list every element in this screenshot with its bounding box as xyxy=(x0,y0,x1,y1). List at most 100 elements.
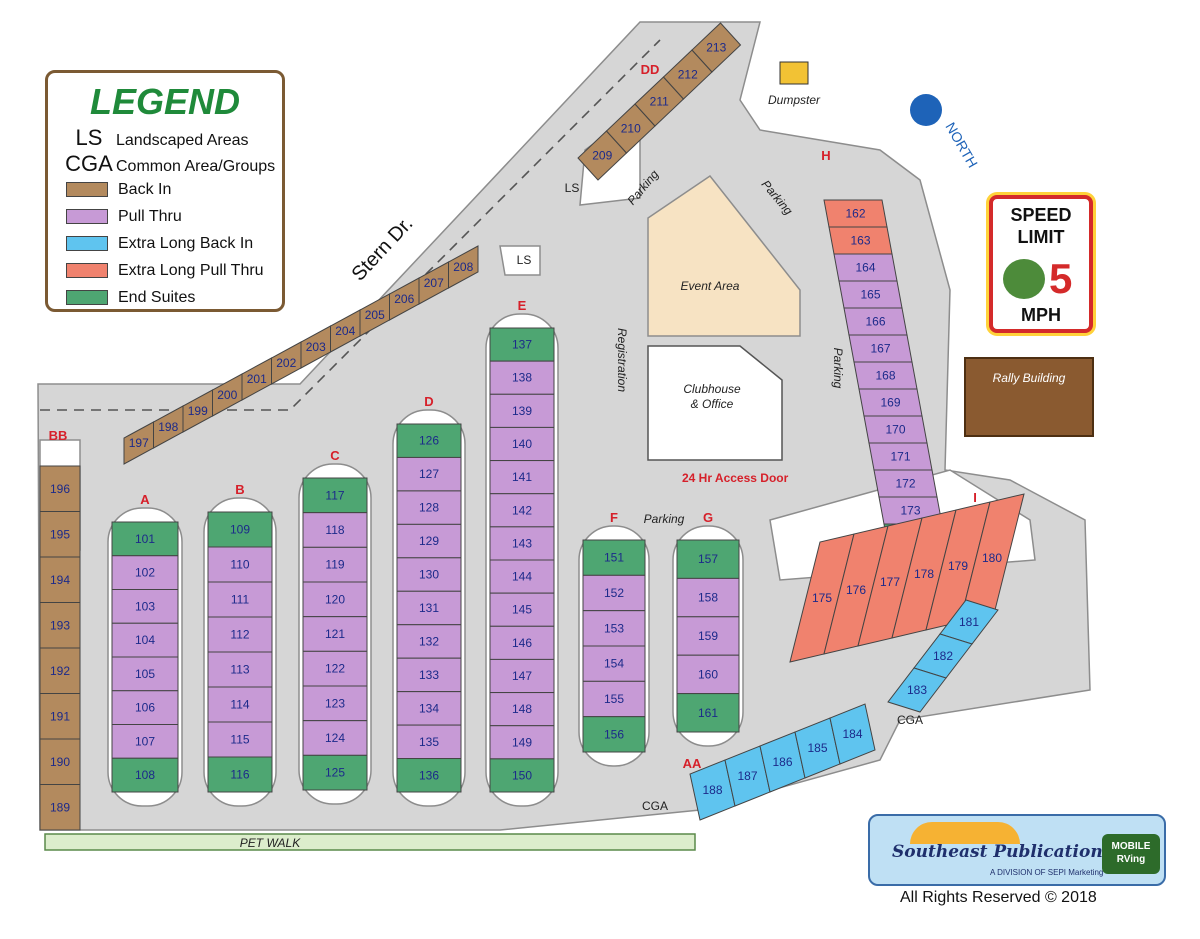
site-number: 112 xyxy=(230,628,249,642)
row-label-g: G xyxy=(703,510,713,525)
site-126[interactable] xyxy=(396,423,462,458)
site-number: 184 xyxy=(842,727,862,741)
clubhouse-label: Clubhouse xyxy=(683,382,741,396)
site-number: 106 xyxy=(135,701,155,715)
site-189[interactable] xyxy=(39,784,81,831)
site-number: 147 xyxy=(512,669,532,683)
site-number: 125 xyxy=(325,766,345,780)
site-number: 144 xyxy=(512,570,532,584)
site-104[interactable] xyxy=(111,622,179,658)
site-125[interactable] xyxy=(302,754,368,791)
site-number: 199 xyxy=(188,404,208,418)
site-156[interactable] xyxy=(582,716,646,753)
site-127[interactable] xyxy=(396,456,462,492)
row-label-i: I xyxy=(973,490,977,505)
site-157[interactable] xyxy=(676,539,740,579)
legend-item-pull-thru: Pull Thru xyxy=(62,208,182,226)
site-131[interactable] xyxy=(396,590,462,626)
site-142[interactable] xyxy=(489,493,555,528)
site-number: 185 xyxy=(807,741,827,755)
site-184[interactable] xyxy=(829,703,876,765)
site-129[interactable] xyxy=(396,523,462,559)
site-121[interactable] xyxy=(302,616,368,652)
site-160[interactable] xyxy=(676,654,740,695)
site-number: 133 xyxy=(419,668,439,682)
site-118[interactable] xyxy=(302,512,368,548)
site-number: 176 xyxy=(846,583,866,597)
site-120[interactable] xyxy=(302,581,368,618)
row-label-c: C xyxy=(330,448,340,463)
site-116[interactable] xyxy=(207,756,273,793)
speed-unit: MPH xyxy=(1021,305,1061,325)
site-number: 157 xyxy=(698,552,718,566)
site-number: 171 xyxy=(890,450,910,464)
site-143[interactable] xyxy=(489,526,555,561)
site-number: 193 xyxy=(50,618,70,632)
site-number: 164 xyxy=(855,261,875,275)
site-number: 200 xyxy=(217,388,237,402)
north-arrow-icon xyxy=(910,94,942,126)
site-128[interactable] xyxy=(396,490,462,525)
site-115[interactable] xyxy=(207,721,273,758)
site-140[interactable] xyxy=(489,426,555,462)
site-213[interactable] xyxy=(691,22,742,73)
site-139[interactable] xyxy=(489,393,555,428)
event-area xyxy=(647,174,801,337)
site-153[interactable] xyxy=(582,610,646,647)
site-123[interactable] xyxy=(302,685,368,722)
legend-item-extra-long-back-in: Extra Long Back In xyxy=(62,235,253,253)
site-159[interactable] xyxy=(676,616,740,656)
site-135[interactable] xyxy=(396,724,462,760)
site-144[interactable] xyxy=(489,559,555,594)
site-number: 181 xyxy=(959,615,979,629)
site-number: 203 xyxy=(306,340,326,354)
site-number: 114 xyxy=(230,698,249,712)
site-109[interactable] xyxy=(207,511,273,548)
site-208[interactable] xyxy=(448,245,479,289)
ls-label-2: LS xyxy=(517,253,532,267)
copyright: All Rights Reserved © 2018 xyxy=(900,889,1097,906)
site-158[interactable] xyxy=(676,577,740,618)
site-147[interactable] xyxy=(489,658,555,694)
site-106[interactable] xyxy=(111,690,179,725)
site-111[interactable] xyxy=(207,581,273,618)
site-105[interactable] xyxy=(111,656,179,692)
site-145[interactable] xyxy=(489,592,555,627)
site-154[interactable] xyxy=(582,645,646,682)
site-number: 188 xyxy=(702,783,722,797)
site-138[interactable] xyxy=(489,360,555,395)
site-136[interactable] xyxy=(396,758,462,793)
site-134[interactable] xyxy=(396,691,462,726)
site-number: 130 xyxy=(419,568,439,582)
site-150[interactable] xyxy=(489,758,555,793)
site-148[interactable] xyxy=(489,692,555,727)
site-number: 139 xyxy=(512,404,532,418)
site-103[interactable] xyxy=(111,589,179,624)
site-133[interactable] xyxy=(396,657,462,693)
pet-walk xyxy=(44,833,696,851)
site-number: 190 xyxy=(50,755,70,769)
site-number: 155 xyxy=(604,692,624,706)
site-183[interactable] xyxy=(887,667,947,713)
site-number: 186 xyxy=(772,755,792,769)
site-number: 213 xyxy=(706,41,726,55)
site-102[interactable] xyxy=(111,555,179,590)
site-108[interactable] xyxy=(111,757,179,793)
site-161[interactable] xyxy=(676,693,740,733)
site-number: 172 xyxy=(895,477,915,491)
site-number: 126 xyxy=(419,434,439,448)
site-number: 105 xyxy=(135,667,155,681)
rally-building xyxy=(964,357,1094,437)
site-130[interactable] xyxy=(396,557,462,592)
site-124[interactable] xyxy=(302,720,368,756)
site-132[interactable] xyxy=(396,624,462,659)
site-number: 140 xyxy=(512,437,532,451)
site-number: 175 xyxy=(812,591,832,605)
site-number: 178 xyxy=(914,567,934,581)
clubhouse xyxy=(647,345,783,461)
